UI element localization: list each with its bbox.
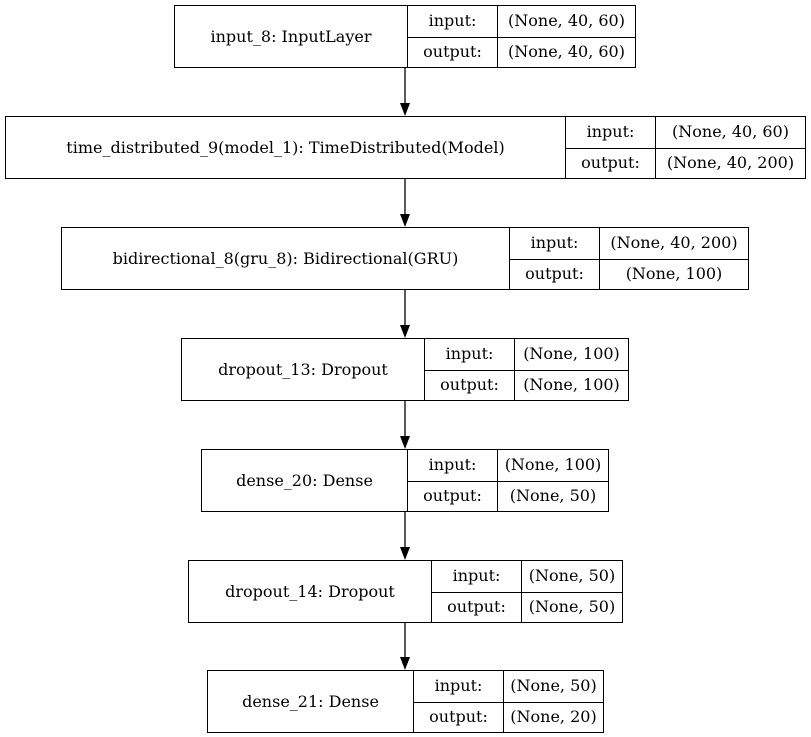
- output-shape: (None, 40, 200): [666, 153, 795, 173]
- layer-name: time_distributed_9(model_1): TimeDistrib…: [6, 117, 566, 178]
- output-row: output: (None, 40, 60): [408, 36, 635, 67]
- input-label: input:: [432, 561, 522, 592]
- output-label: output:: [408, 481, 498, 511]
- input-shape: (None, 100): [504, 455, 602, 475]
- output-label: output:: [510, 259, 600, 289]
- input-label: input:: [566, 117, 656, 148]
- input-label: input:: [408, 450, 498, 481]
- edge-arrowhead-5: [400, 657, 410, 670]
- output-label: output:: [425, 370, 515, 400]
- input-label: input:: [510, 228, 600, 259]
- output-shape: (None, 40, 60): [508, 42, 625, 62]
- edge-arrowhead-1: [400, 214, 410, 227]
- layer-name: input_8: InputLayer: [175, 6, 408, 67]
- layer-name: dropout_13: Dropout: [182, 339, 425, 400]
- layer-name: bidirectional_8(gru_8): Bidirectional(GR…: [62, 228, 510, 289]
- input-row: input: (None, 100): [408, 450, 608, 481]
- output-row: output: (None, 100): [425, 369, 628, 400]
- input-label: input:: [414, 671, 504, 702]
- layer-io-table: input: (None, 40, 60) output: (None, 40, 20…: [566, 117, 805, 178]
- output-shape: (None, 100): [523, 375, 620, 395]
- layer-io-table: input: (None, 50) output: (None, 50): [432, 561, 622, 622]
- layer-io-table: input: (None, 40, 200) output: (None, 100): [510, 228, 748, 289]
- input-row: input: (None, 50): [432, 561, 622, 592]
- input-shape: (None, 40, 60): [508, 11, 625, 31]
- output-shape: (None, 100): [625, 264, 723, 284]
- input-row: input: (None, 40, 60): [566, 117, 805, 148]
- input-shape: (None, 40, 60): [672, 122, 789, 142]
- layer-name: dense_21: Dense: [208, 671, 414, 732]
- input-row: input: (None, 100): [425, 339, 628, 370]
- input-row: input: (None, 40, 200): [510, 228, 748, 259]
- layer-io-table: input: (None, 100) output: (None, 50): [408, 450, 608, 511]
- input-row: input: (None, 40, 60): [408, 6, 635, 37]
- input-shape: (None, 50): [528, 566, 616, 586]
- layer-name: dense_20: Dense: [202, 450, 408, 511]
- input-row: input: (None, 50): [414, 671, 603, 702]
- input-shape: (None, 40, 200): [610, 233, 738, 253]
- output-shape: (None, 50): [528, 597, 616, 617]
- output-row: output: (None, 100): [510, 258, 748, 289]
- output-label: output:: [408, 37, 498, 67]
- input-label: input:: [425, 339, 515, 370]
- edge-arrowhead-0: [400, 103, 410, 116]
- output-shape: (None, 20): [510, 707, 597, 727]
- layer-io-table: input: (None, 40, 60) output: (None, 40, 60…: [408, 6, 635, 67]
- output-row: output: (None, 50): [408, 480, 608, 511]
- output-label: output:: [414, 702, 504, 732]
- output-row: output: (None, 40, 200): [566, 147, 805, 178]
- output-label: output:: [432, 592, 522, 622]
- layer-io-table: input: (None, 100) output: (None, 100): [425, 339, 628, 400]
- output-label: output:: [566, 148, 656, 178]
- input-label: input:: [408, 6, 498, 37]
- input-shape: (None, 100): [523, 344, 620, 364]
- edge-arrowhead-3: [400, 436, 410, 449]
- edge-arrowhead-2: [400, 325, 410, 338]
- layer-io-table: input: (None, 50) output: (None, 20): [414, 671, 603, 732]
- input-shape: (None, 50): [510, 676, 597, 696]
- output-shape: (None, 50): [509, 486, 597, 506]
- output-row: output: (None, 50): [432, 591, 622, 622]
- edge-arrowhead-4: [400, 547, 410, 560]
- output-row: output: (None, 20): [414, 701, 603, 732]
- layer-node-2: bidirectional_8(gru_8): Bidirectional(GR…: [61, 227, 749, 290]
- layer-node-1: time_distributed_9(model_1): TimeDistrib…: [5, 116, 806, 179]
- layer-name: dropout_14: Dropout: [189, 561, 432, 622]
